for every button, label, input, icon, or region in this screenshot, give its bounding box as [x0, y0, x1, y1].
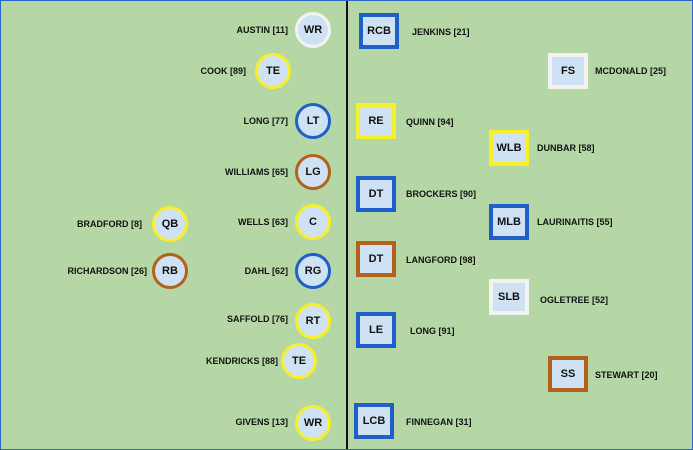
offense-name-label: WILLIAMS [65]	[225, 167, 288, 177]
defense-player-fs-mcdonald[interactable]: FS	[548, 53, 588, 89]
position-label: WR	[303, 417, 323, 429]
defense-player-slb-ogletree[interactable]: SLB	[489, 279, 529, 315]
offense-name-label: DAHL [62]	[244, 266, 288, 276]
defense-name-label: LANGFORD [98]	[406, 255, 476, 265]
position-label: SLB	[498, 291, 520, 303]
defense-name-label: OGLETREE [52]	[540, 295, 609, 305]
offense-name-label: SAFFOLD [76]	[226, 314, 288, 324]
defense-name-label: MCDONALD [25]	[595, 66, 666, 76]
defense-player-ss-stewart[interactable]: SS	[548, 356, 588, 392]
position-label: RCB	[367, 25, 391, 37]
defense-player-lcb-finnegan[interactable]: LCB	[354, 403, 394, 439]
defense-player-dt-langford[interactable]: DT	[356, 241, 396, 277]
position-label: DT	[368, 188, 384, 200]
offense-player-c-wells[interactable]: C	[295, 204, 331, 240]
position-label: RG	[304, 265, 322, 277]
position-label: LE	[368, 324, 384, 336]
offense-player-lt-long[interactable]: LT	[295, 103, 331, 139]
position-label: RT	[305, 315, 321, 327]
defense-name-label: LONG [91]	[410, 326, 455, 336]
offense-player-te-cook[interactable]: TE	[255, 53, 291, 89]
position-label: LG	[305, 166, 321, 178]
offense-name-label: AUSTIN [11]	[236, 25, 288, 35]
defense-name-label: LAURINAITIS [55]	[537, 217, 613, 227]
position-label: RE	[368, 115, 384, 127]
defense-player-mlb-laurinaitis[interactable]: MLB	[489, 204, 529, 240]
offense-name-label: GIVENS [13]	[235, 417, 288, 427]
position-label: TE	[291, 355, 307, 367]
offense-player-rb-richardson[interactable]: RB	[152, 253, 188, 289]
defense-name-label: QUINN [94]	[406, 117, 454, 127]
offense-name-label: COOK [89]	[200, 66, 246, 76]
position-label: C	[309, 216, 317, 228]
position-label: MLB	[497, 216, 521, 228]
offense-player-te-kendricks[interactable]: TE	[281, 343, 317, 379]
line-of-scrimmage	[346, 1, 348, 449]
position-label: SS	[560, 368, 576, 380]
position-label: LT	[306, 115, 320, 127]
defense-name-label: DUNBAR [58]	[537, 143, 595, 153]
position-label: QB	[161, 218, 179, 230]
defense-player-re-quinn[interactable]: RE	[356, 103, 396, 139]
defense-name-label: BROCKERS [90]	[406, 189, 477, 199]
offense-name-label: KENDRICKS [88]	[205, 356, 278, 366]
position-label: DT	[368, 253, 384, 265]
defense-player-wlb-dunbar[interactable]: WLB	[489, 130, 529, 166]
offense-player-wr-austin[interactable]: WR	[295, 12, 331, 48]
offense-name-label: BRADFORD [8]	[77, 219, 142, 229]
position-label: FS	[560, 65, 576, 77]
position-label: WLB	[496, 142, 522, 154]
position-label: LCB	[362, 415, 386, 427]
defense-name-label: JENKINS [21]	[412, 27, 470, 37]
offense-name-label: LONG [77]	[243, 116, 288, 126]
offense-player-rt-saffold[interactable]: RT	[295, 303, 331, 339]
position-label: WR	[303, 24, 323, 36]
offense-player-lg-williams[interactable]: LG	[295, 154, 331, 190]
offense-name-label: WELLS [63]	[237, 217, 288, 227]
defense-player-rcb-jenkins[interactable]: RCB	[359, 13, 399, 49]
offense-player-wr-givens[interactable]: WR	[295, 405, 331, 441]
offense-name-label: RICHARDSON [26]	[67, 266, 147, 276]
defense-name-label: STEWART [20]	[595, 370, 658, 380]
offense-player-qb-bradford[interactable]: QB	[152, 206, 188, 242]
defense-player-dt-brockers[interactable]: DT	[356, 176, 396, 212]
position-label: RB	[162, 265, 178, 277]
defense-player-le-long[interactable]: LE	[356, 312, 396, 348]
offense-player-rg-dahl[interactable]: RG	[295, 253, 331, 289]
defense-name-label: FINNEGAN [31]	[406, 417, 472, 427]
position-label: TE	[265, 65, 281, 77]
